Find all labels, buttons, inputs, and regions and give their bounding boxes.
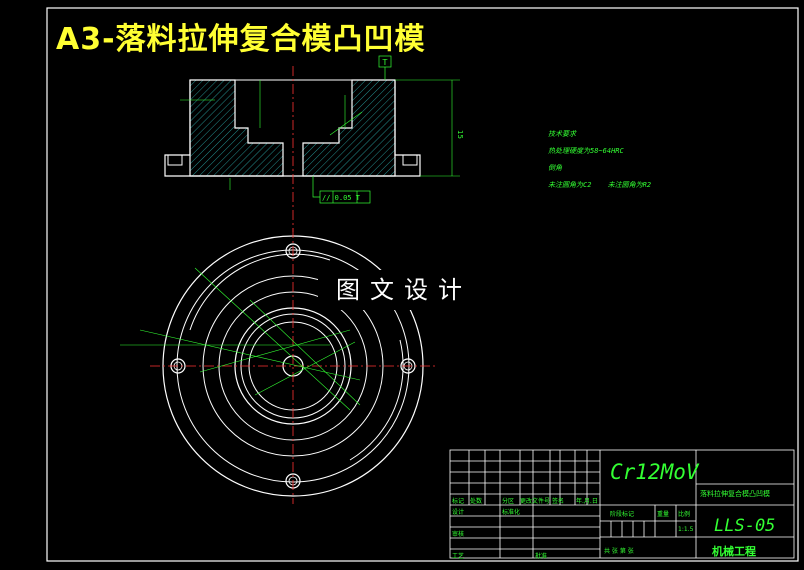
tech-req-heading: 技术要求 xyxy=(548,130,576,138)
cell-ratio: 1:1.5 xyxy=(678,526,694,533)
height-dimension: 15 xyxy=(456,130,464,139)
cell-process: 工艺 xyxy=(452,553,465,560)
cell-sheets: 共 张 第 张 xyxy=(604,548,634,555)
cell-design: 设计 xyxy=(452,509,465,516)
cell-sign: 签名 xyxy=(552,498,565,505)
cell-standard: 标准化 xyxy=(502,509,521,516)
cell-mark: 标记 xyxy=(452,498,465,505)
datum-label: T xyxy=(382,58,388,67)
section-view xyxy=(164,55,460,232)
cell-weight: 重量 xyxy=(657,511,670,518)
company-name: 机械工程 xyxy=(712,545,756,558)
tech-req-item: 倒角 xyxy=(548,164,562,172)
drawing-title: A3-落料拉伸复合模凸凹模 xyxy=(56,22,426,57)
flatness-tolerance: // 0.05 T xyxy=(322,194,361,202)
part-name: 落料拉伸复合模凸凹模 xyxy=(700,490,770,498)
cell-date: 年.月.日 xyxy=(576,498,598,505)
tech-req-item: 未注圆角为C2 未注圆角为R2 xyxy=(548,181,652,189)
drawing-number: LLS-05 xyxy=(714,516,776,536)
cell-stage-mark: 阶段标记 xyxy=(610,511,635,518)
sheet-border xyxy=(46,7,799,562)
cell-zone: 分区 xyxy=(502,498,515,505)
material: Cr12MoV xyxy=(610,460,699,484)
plan-view xyxy=(120,228,436,504)
cell-doc-no: 更改文件号 xyxy=(520,498,551,505)
cell-approve: 批准 xyxy=(535,553,548,560)
title-block xyxy=(449,449,795,559)
tech-req-item: 热处理硬度为58~64HRC xyxy=(548,147,624,155)
technical-requirements: 技术要求 热处理硬度为58~64HRC 倒角 未注圆角为C2 未注圆角为R2 xyxy=(548,126,651,194)
watermark: 图文设计 xyxy=(318,270,490,310)
cell-check: 审核 xyxy=(452,531,465,538)
cell-count: 处数 xyxy=(470,498,483,505)
cell-scale: 比例 xyxy=(678,511,691,518)
